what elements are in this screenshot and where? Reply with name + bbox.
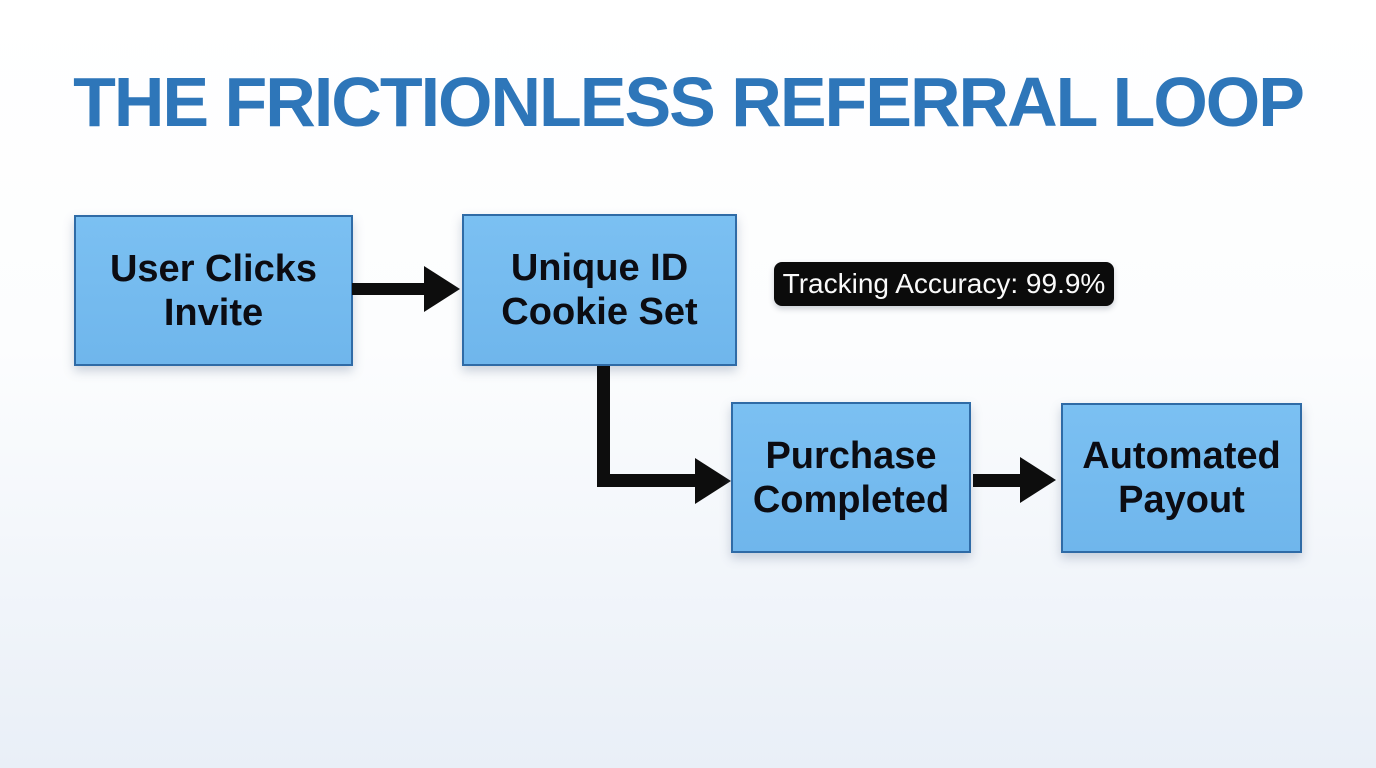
- connector-2-horizontal-segment: [597, 474, 697, 487]
- node-label-line: Invite: [163, 291, 264, 334]
- node-label-line: User Clicks: [109, 247, 317, 290]
- connector-2-vertical-segment: [597, 366, 610, 487]
- flow-node-user-clicks-invite: User Clicks Invite: [74, 215, 353, 366]
- badge-label: Tracking Accuracy: 99.9%: [782, 268, 1106, 299]
- arrowhead-right-icon: [1020, 457, 1056, 503]
- node-label-line: Purchase: [765, 434, 937, 477]
- flow-node-unique-id-cookie-set: Unique ID Cookie Set: [462, 214, 737, 366]
- node-label-line: Cookie Set: [501, 291, 698, 333]
- node-label-line: Completed: [752, 478, 950, 521]
- diagram-title: THE FRICTIONLESS REFERRAL LOOP: [73, 63, 1305, 141]
- node-label-line: Automated: [1082, 435, 1281, 477]
- connector-3-shaft: [973, 474, 1022, 487]
- flow-node-purchase-completed: Purchase Completed: [731, 402, 971, 553]
- tracking-accuracy-badge: Tracking Accuracy: 99.9%: [774, 262, 1114, 306]
- node-label-line: Payout: [1118, 479, 1245, 521]
- arrowhead-right-icon: [424, 266, 460, 312]
- connector-1-shaft: [352, 283, 426, 295]
- arrowhead-right-icon: [695, 458, 731, 504]
- flow-node-automated-payout: Automated Payout: [1061, 403, 1302, 553]
- node-label-line: Unique ID: [510, 247, 689, 289]
